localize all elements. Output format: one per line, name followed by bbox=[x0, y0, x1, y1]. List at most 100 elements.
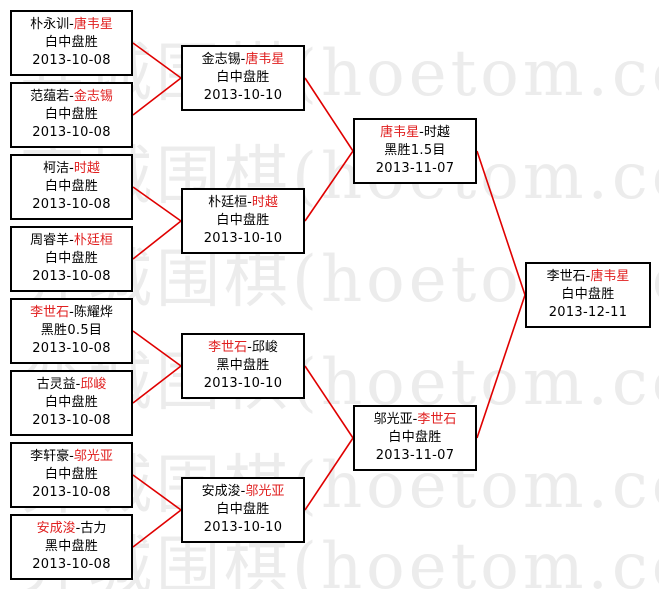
match-date: 2013-10-08 bbox=[32, 269, 111, 284]
match-result: 白中盘胜 bbox=[216, 502, 270, 517]
match-date: 2013-10-10 bbox=[203, 231, 283, 246]
bracket-connector bbox=[132, 220, 182, 260]
match-date: 2013-10-08 bbox=[32, 485, 111, 500]
player-one: 金志锡 bbox=[201, 52, 241, 67]
player-two: 唐韦星 bbox=[73, 17, 113, 32]
match-date: 2013-10-08 bbox=[32, 557, 111, 572]
match-date: 2013-11-07 bbox=[375, 448, 455, 463]
versus-dash: - bbox=[247, 340, 252, 355]
versus-dash: - bbox=[419, 125, 424, 140]
match-result: 黑胜1.5目 bbox=[384, 143, 446, 158]
player-one: 邬光亚 bbox=[373, 412, 413, 427]
bracket-connector bbox=[132, 42, 182, 79]
player-two: 邬光亚 bbox=[73, 449, 113, 464]
player-one: 范蕴若 bbox=[30, 89, 70, 104]
player-two: 时越 bbox=[423, 125, 450, 140]
match-players: 李世石-陈耀烨 bbox=[30, 304, 113, 322]
match-result: 白中盘胜 bbox=[44, 395, 99, 410]
player-one: 安成浚 bbox=[36, 521, 76, 536]
match-players: 古灵益-邱峻 bbox=[37, 376, 107, 394]
player-one: 安成浚 bbox=[201, 484, 241, 499]
player-two: 朴廷桓 bbox=[73, 233, 113, 248]
bracket-connector bbox=[132, 365, 182, 404]
match-date: 2013-10-10 bbox=[203, 88, 283, 103]
player-one: 李世石 bbox=[208, 340, 248, 355]
versus-dash: - bbox=[69, 305, 74, 320]
match-result: 白中盘胜 bbox=[216, 213, 270, 228]
bracket-connector bbox=[304, 365, 354, 439]
player-two: 李世石 bbox=[417, 412, 457, 427]
versus-dash: - bbox=[69, 161, 74, 176]
match-players: 安成浚-古力 bbox=[37, 520, 107, 538]
player-one: 周睿羊 bbox=[30, 233, 70, 248]
match-players: 周睿羊-朴廷桓 bbox=[30, 232, 113, 250]
bracket-connector bbox=[132, 186, 182, 222]
bracket-connector bbox=[476, 294, 526, 439]
match-players: 李世石-唐韦星 bbox=[547, 268, 630, 286]
bracket-connector bbox=[476, 150, 526, 296]
match-players: 范蕴若-金志锡 bbox=[30, 88, 113, 106]
match-result: 白中盘胜 bbox=[44, 251, 99, 266]
versus-dash: - bbox=[412, 412, 418, 427]
match-date: 2013-10-08 bbox=[32, 413, 111, 428]
match-result: 黑中盘胜 bbox=[216, 358, 270, 373]
versus-dash: - bbox=[69, 449, 74, 464]
match-players: 朴廷桓-时越 bbox=[208, 194, 278, 212]
match-players: 邬光亚-李世石 bbox=[374, 411, 457, 429]
player-one: 朴廷桓 bbox=[208, 195, 248, 210]
player-one: 古灵益 bbox=[36, 377, 76, 392]
versus-dash: - bbox=[69, 89, 74, 104]
player-one: 李世石 bbox=[546, 269, 586, 284]
versus-dash: - bbox=[75, 377, 81, 392]
player-two: 邬光亚 bbox=[245, 484, 285, 499]
match-box-r1-5: 李世石-陈耀烨黑胜0.5目 2013-10-08 bbox=[10, 298, 133, 364]
versus-dash: - bbox=[247, 195, 252, 210]
match-players: 金志锡-唐韦星 bbox=[202, 51, 285, 69]
versus-dash: - bbox=[240, 484, 246, 499]
versus-dash: - bbox=[69, 233, 74, 248]
bracket-connector bbox=[132, 330, 182, 367]
match-date: 2013-10-10 bbox=[203, 520, 283, 535]
player-two: 时越 bbox=[251, 195, 278, 210]
player-one: 朴永训 bbox=[30, 17, 70, 32]
match-players: 朴永训-唐韦星 bbox=[30, 16, 113, 34]
player-two: 时越 bbox=[73, 161, 100, 176]
match-players: 柯洁-时越 bbox=[43, 160, 100, 178]
match-result: 白中盘胜 bbox=[44, 35, 99, 50]
bracket-connector bbox=[304, 77, 354, 152]
match-result: 黑中盘胜 bbox=[44, 539, 99, 554]
player-one: 李轩豪 bbox=[30, 449, 70, 464]
match-result: 白中盘胜 bbox=[561, 287, 615, 302]
bracket-connector bbox=[304, 150, 354, 222]
player-two: 邱峻 bbox=[80, 377, 107, 392]
player-two: 唐韦星 bbox=[245, 52, 285, 67]
versus-dash: - bbox=[240, 52, 246, 67]
bracket-connector bbox=[132, 77, 182, 116]
player-one: 唐韦星 bbox=[380, 125, 420, 140]
match-result: 白中盘胜 bbox=[388, 430, 442, 445]
player-one: 柯洁 bbox=[43, 161, 70, 176]
match-date: 2013-10-08 bbox=[32, 341, 111, 356]
match-players: 李世石-邱峻 bbox=[208, 339, 278, 357]
match-date: 2013-10-10 bbox=[203, 376, 283, 391]
match-result: 白中盘胜 bbox=[44, 179, 99, 194]
player-two: 古力 bbox=[80, 521, 107, 536]
player-one: 李世石 bbox=[30, 305, 70, 320]
match-result: 白中盘胜 bbox=[216, 70, 270, 85]
player-two: 邱峻 bbox=[251, 340, 278, 355]
match-players: 唐韦星-时越 bbox=[380, 124, 450, 142]
match-result: 黑胜0.5目 bbox=[40, 323, 103, 338]
match-players: 安成浚-邬光亚 bbox=[202, 483, 285, 501]
match-date: 2013-11-07 bbox=[375, 161, 455, 176]
